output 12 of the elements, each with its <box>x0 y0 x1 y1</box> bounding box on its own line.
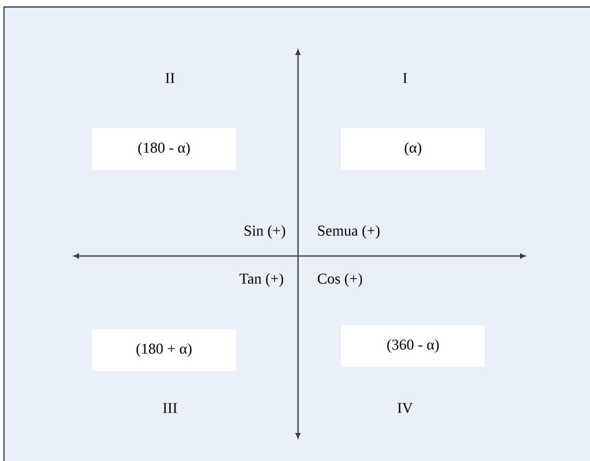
angle-box: (360 - α) <box>341 324 485 367</box>
angle-box: (180 + α) <box>92 328 236 371</box>
sign-label: Semua (+) <box>318 225 380 239</box>
quadrant-numeral: III <box>163 403 177 413</box>
sign-label: Sin (+) <box>244 225 286 239</box>
angle-box: (180 - α) <box>92 128 236 170</box>
quadrant-numeral: I <box>403 73 407 83</box>
angle-box: (α) <box>341 128 485 170</box>
quadrant-numeral: IV <box>398 402 413 413</box>
sign-label: Cos (+) <box>318 273 362 287</box>
quadrant-numeral: II <box>166 73 174 83</box>
sign-label: Tan (+) <box>240 273 284 287</box>
